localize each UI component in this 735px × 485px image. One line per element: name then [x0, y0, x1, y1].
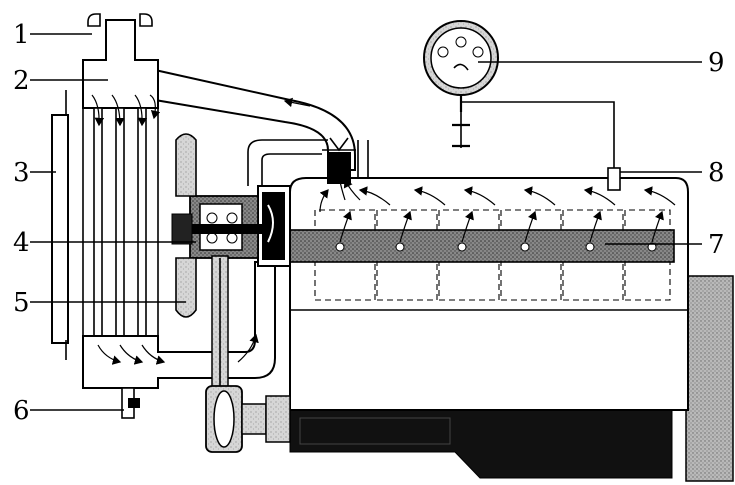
- transmission-housing: [686, 276, 733, 481]
- label-3: 3: [13, 158, 30, 188]
- label-7: 7: [708, 230, 725, 260]
- label-6: 6: [13, 396, 30, 426]
- temperature-gauge: [424, 21, 498, 148]
- temperature-sender: [608, 168, 620, 190]
- crankshaft-pulley: [206, 386, 290, 452]
- label-1: 1: [13, 20, 30, 50]
- water-pump: [172, 186, 290, 266]
- label-5: 5: [13, 288, 30, 318]
- water-distribution-pipe: [288, 230, 674, 262]
- fan-belt: [212, 256, 228, 406]
- gauge-wire: [461, 102, 614, 172]
- label-9: 9: [708, 48, 725, 78]
- label-8: 8: [708, 158, 725, 188]
- label-4: 4: [13, 228, 30, 258]
- thermostat: [327, 152, 351, 184]
- label-2: 2: [13, 66, 30, 96]
- lower-radiator-hose: [225, 262, 275, 378]
